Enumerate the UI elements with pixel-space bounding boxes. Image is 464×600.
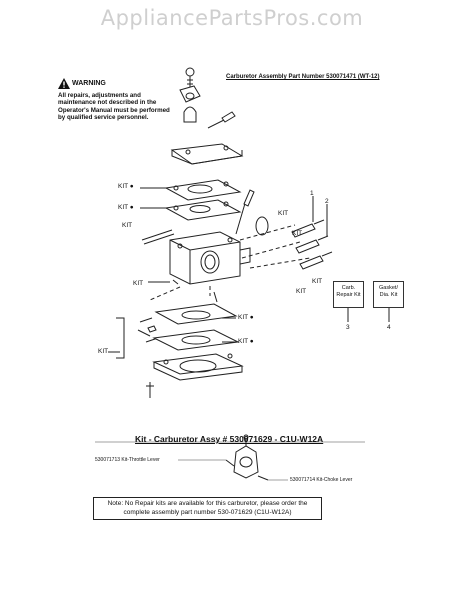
fuel-fitting	[179, 85, 201, 103]
callout-kit-metering-gasket: KIT ●	[238, 314, 254, 321]
ref-2: 2	[325, 198, 329, 205]
throttle-choke-lever-assembly	[225, 434, 269, 481]
adjusting-needles	[291, 200, 333, 270]
warning-title: WARNING	[72, 80, 106, 87]
callout-kit-needle-3: KIT	[296, 288, 307, 295]
callout-kit-diaphragm: KIT ●	[118, 204, 134, 211]
ref-4: 4	[387, 324, 391, 331]
pump-gasket	[164, 179, 242, 201]
callout-kit-metering-diaphragm: KIT ●	[238, 338, 254, 345]
callout-kit-needle-1: KIT	[292, 230, 303, 237]
metering-gasket	[154, 303, 238, 325]
metering-diaphragm	[152, 329, 240, 351]
ref-1: 1	[310, 190, 314, 197]
warning-triangle-icon	[58, 78, 70, 89]
kit-section-title: Kit - Carburetor Assy # 530071629 - C1U-…	[135, 434, 324, 444]
inlet-needle	[207, 111, 236, 129]
assembly-title: Carburetor Assembly Part Number 53007147…	[226, 74, 380, 80]
carb-repair-kit-box: Carb. Repair Kit	[333, 281, 364, 308]
callout-kit-throttle: KIT	[278, 210, 289, 217]
note-box: Note: No Repair kits are available for t…	[93, 497, 322, 520]
callout-kit-needle-2: KIT	[312, 278, 323, 285]
choke-lever-label: 530071714 Kit-Choke Lever	[290, 477, 353, 483]
carburetor-body	[169, 231, 251, 285]
callout-kit-screw: KIT	[133, 280, 144, 287]
warning-text: All repairs, adjustments and maintenance…	[58, 92, 170, 121]
callout-kit-pump: KIT	[122, 222, 133, 229]
callout-kit-metering-lever: KIT	[98, 348, 109, 355]
watermark: AppliancePartsPros.com	[100, 6, 364, 30]
filter-cap	[183, 106, 197, 123]
callout-kit-gasket: KIT ●	[118, 183, 134, 190]
top-screw	[185, 67, 195, 90]
pump-cover	[170, 143, 244, 165]
pump-diaphragm	[164, 199, 242, 221]
metering-cover	[152, 353, 244, 381]
ref-3: 3	[346, 324, 350, 331]
gasket-dia-kit-box: Gasket/ Dia. Kit	[373, 281, 404, 308]
choke-shaft	[141, 229, 173, 241]
throttle-shaft	[235, 189, 269, 236]
throttle-lever-label: 530071713 Kit-Throttle Lever	[95, 457, 160, 463]
